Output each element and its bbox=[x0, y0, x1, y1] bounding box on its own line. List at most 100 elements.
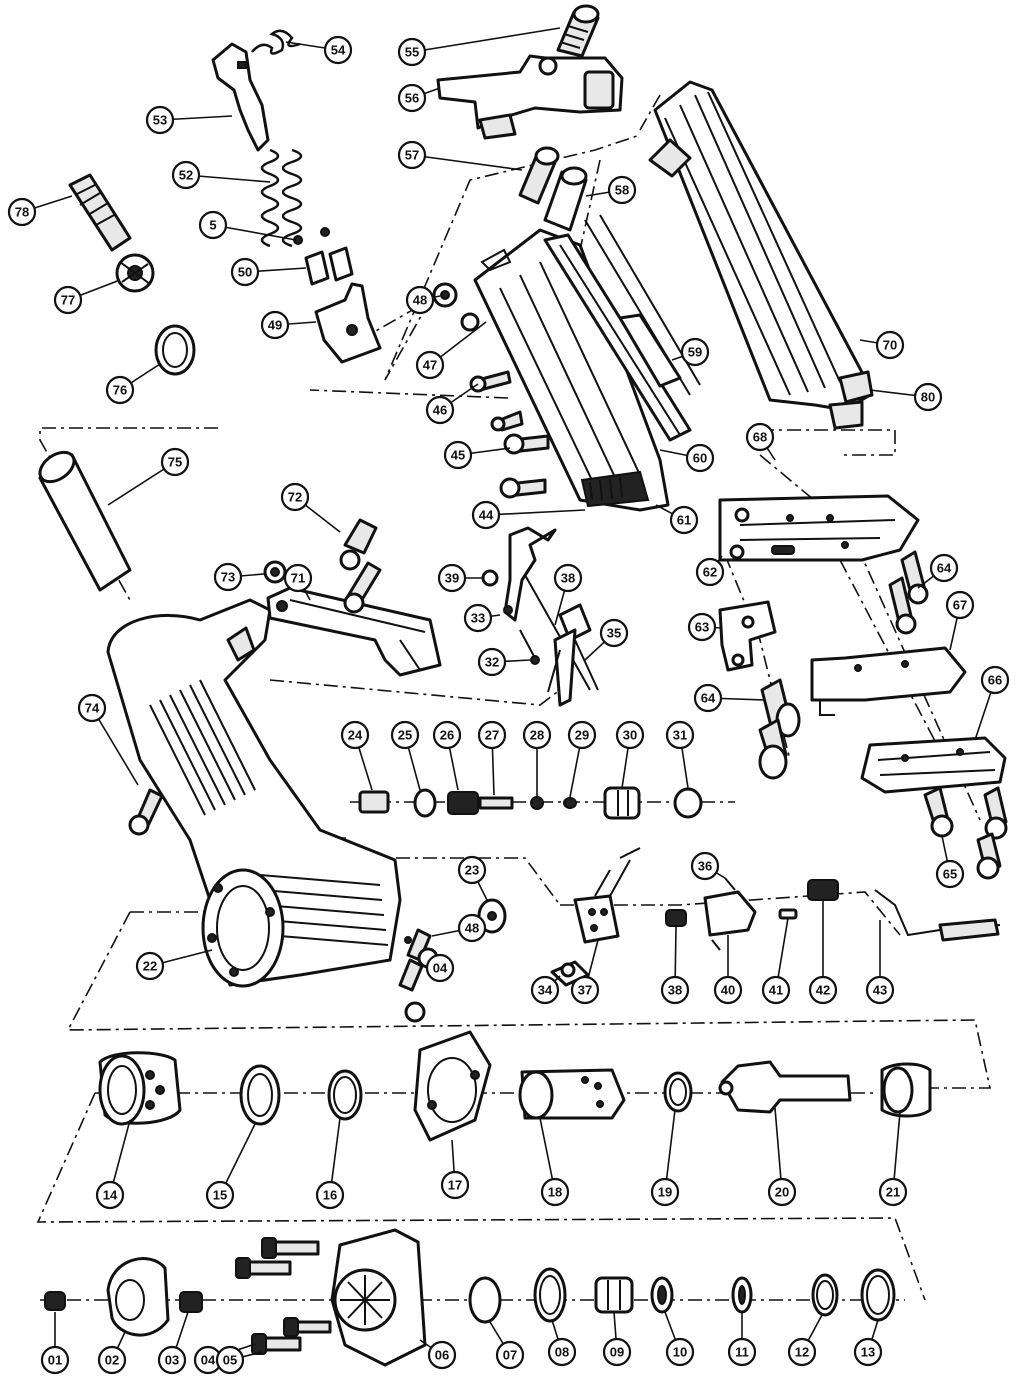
callout-c15: 15 bbox=[205, 1123, 256, 1210]
screw-72 bbox=[339, 518, 382, 614]
callout-c62: 62 bbox=[695, 555, 725, 587]
callout-c77: 77 bbox=[53, 279, 121, 315]
small-parts-48-49 bbox=[432, 248, 512, 332]
callout-bubble bbox=[787, 1337, 817, 1367]
callout-bubble bbox=[607, 175, 637, 205]
callout-bubble bbox=[205, 1180, 235, 1210]
callout-c68: 68 bbox=[745, 422, 776, 461]
callout-number: 34 bbox=[538, 983, 553, 998]
callout-c50: 50 bbox=[230, 257, 307, 287]
callout-c25: 25 bbox=[390, 720, 421, 791]
callout-number: 27 bbox=[485, 728, 499, 743]
callout-bubble bbox=[599, 618, 629, 648]
callout-number: 76 bbox=[113, 383, 127, 398]
callout-bubble bbox=[425, 953, 455, 983]
callout-c30: 30 bbox=[615, 720, 645, 789]
callout-number: 13 bbox=[861, 1345, 875, 1360]
callout-bubble bbox=[665, 1337, 695, 1367]
callout-number: 39 bbox=[445, 571, 459, 586]
callout-bubble bbox=[685, 443, 715, 473]
leader-line bbox=[91, 707, 139, 786]
pins-33-32-35 bbox=[503, 605, 599, 707]
callout-c35: 35 bbox=[584, 618, 629, 661]
callout-c60: 60 bbox=[659, 443, 715, 473]
callout-bubble bbox=[745, 422, 775, 452]
callout-number: 11 bbox=[735, 1345, 749, 1360]
callout-c41: 41 bbox=[761, 917, 791, 1005]
screws-65 bbox=[923, 786, 1008, 880]
callout-bubble bbox=[397, 83, 427, 113]
callout-bubble bbox=[669, 505, 699, 535]
callout-c70: 70 bbox=[859, 330, 905, 360]
callout-bubble bbox=[547, 1337, 577, 1367]
callout-c27: 27 bbox=[477, 720, 507, 796]
callout-number: 54 bbox=[331, 43, 346, 58]
callout-bubble bbox=[145, 105, 175, 135]
callout-c42: 42 bbox=[808, 900, 838, 1005]
callout-bubble bbox=[980, 665, 1010, 695]
callout-bubble bbox=[198, 210, 228, 240]
callout-bubble bbox=[680, 337, 710, 367]
callout-c38: 38 bbox=[553, 563, 583, 626]
callout-c38b: 38 bbox=[660, 925, 690, 1005]
callout-number: 29 bbox=[575, 728, 589, 743]
magazine-body-47 bbox=[473, 228, 670, 512]
callout-number: 41 bbox=[769, 983, 783, 998]
callout-c02: 02 bbox=[97, 1331, 127, 1375]
callout-c75: 75 bbox=[107, 447, 190, 506]
callout-number: 38 bbox=[668, 983, 682, 998]
callout-bubble bbox=[463, 603, 493, 633]
callout-bubble bbox=[157, 1345, 187, 1375]
callout-bubble bbox=[471, 500, 501, 530]
callout-number: 65 bbox=[943, 867, 957, 882]
callout-bubble bbox=[432, 720, 462, 750]
callout-bubble bbox=[650, 1177, 680, 1207]
rail-70 bbox=[648, 80, 874, 430]
grip-sleeve-75 bbox=[38, 450, 132, 592]
callout-bubble bbox=[437, 563, 467, 593]
callout-number: 14 bbox=[103, 1188, 118, 1203]
row-01-13 bbox=[44, 1228, 896, 1367]
callout-number: 62 bbox=[703, 565, 717, 580]
callout-number: 04 bbox=[433, 961, 448, 976]
callout-bubble bbox=[457, 855, 487, 885]
callout-bubble bbox=[443, 440, 473, 470]
spring-38 bbox=[665, 909, 687, 927]
callout-bubble bbox=[340, 720, 370, 750]
screw-64 bbox=[758, 550, 929, 780]
callout-bubble bbox=[280, 482, 310, 512]
callout-number: 59 bbox=[688, 345, 702, 360]
callout-number: 30 bbox=[623, 728, 637, 743]
callout-number: 74 bbox=[85, 701, 100, 716]
callout-c45: 45 bbox=[443, 440, 511, 470]
callout-bubble bbox=[230, 257, 260, 287]
callout-number: 53 bbox=[153, 113, 167, 128]
callout-c23: 23 bbox=[457, 855, 489, 903]
callout-number: 19 bbox=[658, 1185, 672, 1200]
callout-bubble bbox=[929, 553, 959, 583]
callout-bubble bbox=[761, 975, 791, 1005]
callout-number: 43 bbox=[873, 983, 887, 998]
callout-number: 10 bbox=[673, 1345, 687, 1360]
callout-bubble bbox=[323, 35, 353, 65]
callout-bubble bbox=[530, 975, 560, 1005]
screw-42 bbox=[807, 879, 839, 901]
callout-number: 24 bbox=[348, 728, 363, 743]
callout-c43: 43 bbox=[865, 920, 895, 1005]
callout-bubble bbox=[53, 285, 83, 315]
callout-number: 36 bbox=[698, 859, 712, 874]
callout-bubble bbox=[495, 1340, 525, 1370]
callout-bubble bbox=[40, 1345, 70, 1375]
callout-number: 31 bbox=[673, 728, 687, 743]
callout-bubble bbox=[553, 563, 583, 593]
callout-number: 48 bbox=[465, 921, 479, 936]
bolt-55 bbox=[556, 4, 600, 58]
callout-c18: 18 bbox=[539, 1117, 570, 1207]
leader-line bbox=[411, 154, 523, 171]
callout-bubble bbox=[695, 557, 725, 587]
callout-bubble bbox=[945, 590, 975, 620]
plate-40 bbox=[703, 877, 757, 951]
callout-c46: 46 bbox=[425, 383, 479, 425]
callout-c06: 06 bbox=[419, 1339, 457, 1370]
